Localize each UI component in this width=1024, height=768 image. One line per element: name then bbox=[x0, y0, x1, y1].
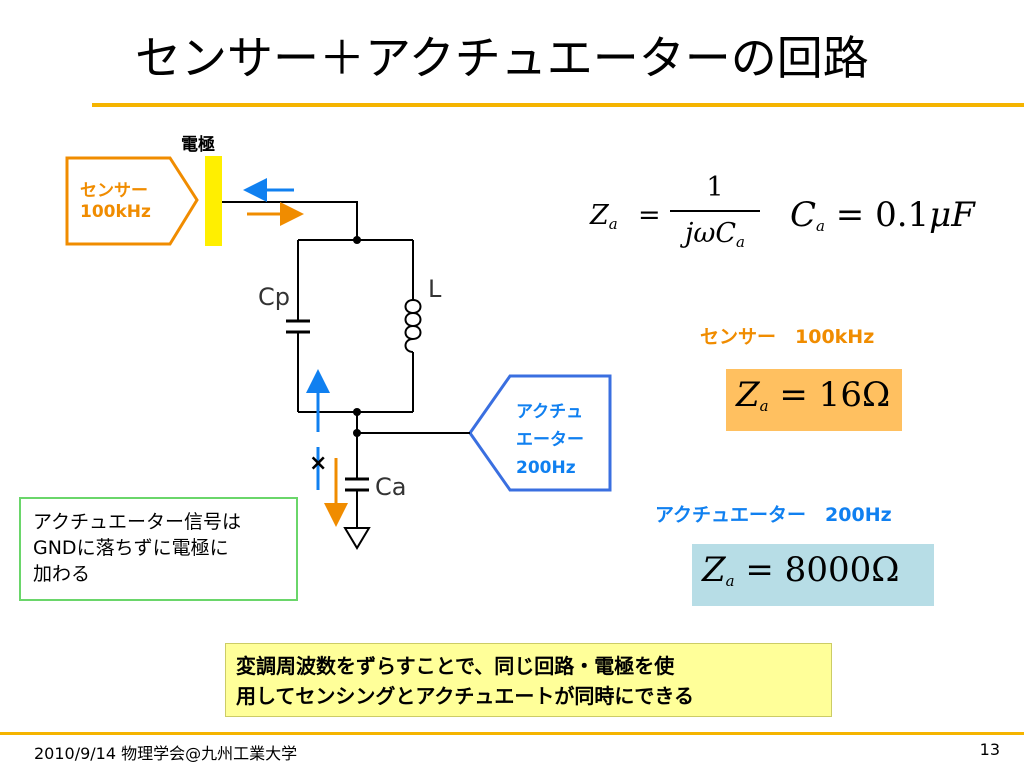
sensor-impedance-box: Za = 16Ω bbox=[726, 369, 902, 431]
electrode-label: 電極 bbox=[181, 135, 215, 155]
capacitor-ca bbox=[345, 477, 369, 492]
footer-rule bbox=[0, 732, 1024, 735]
junction-dot bbox=[353, 408, 361, 416]
actuator-impedance-box: Za = 8000Ω bbox=[692, 544, 934, 606]
component-label-ca: Ca bbox=[375, 473, 407, 501]
capacitor-cp bbox=[286, 319, 310, 334]
wire-electrode bbox=[222, 201, 358, 240]
sensor-frequency-label: センサー 100kHz bbox=[700, 326, 875, 348]
note-box: アクチュエーター信号は GNDに落ちずに電極に 加わる bbox=[19, 497, 298, 601]
inductor-l bbox=[404, 299, 422, 353]
actuator-callout-shape bbox=[468, 374, 612, 492]
ground-symbol bbox=[343, 527, 371, 550]
summary-box: 変調周波数をずらすことで、同じ回路・電極を使 用してセンシングとアクチュエートが… bbox=[225, 643, 832, 717]
impedance-formula: Za = 1 jωCa Ca = 0.1μF bbox=[590, 172, 975, 251]
blocked-mark: × bbox=[309, 451, 328, 476]
component-label-cp: Cp bbox=[258, 283, 290, 311]
capacitance-formula: Ca = 0.1μF bbox=[790, 195, 975, 235]
page-number: 13 bbox=[979, 740, 1000, 759]
sensor-callout-shape bbox=[65, 156, 199, 246]
junction-dot bbox=[353, 236, 361, 244]
electrode bbox=[205, 156, 222, 246]
title-underline bbox=[92, 103, 1024, 107]
actuator-frequency-label: アクチュエーター 200Hz bbox=[655, 504, 892, 526]
junction-dot bbox=[353, 429, 361, 437]
sensor-callout-text: センサー 100kHz bbox=[80, 181, 151, 222]
actuator-callout-text: アクチュ エーター 200Hz bbox=[516, 402, 584, 478]
component-label-l: L bbox=[428, 275, 442, 303]
footer-text: 2010/9/14 物理学会@九州工業大学 bbox=[34, 744, 298, 763]
slide-title: センサー＋アクチュエーターの回路 bbox=[135, 31, 869, 85]
